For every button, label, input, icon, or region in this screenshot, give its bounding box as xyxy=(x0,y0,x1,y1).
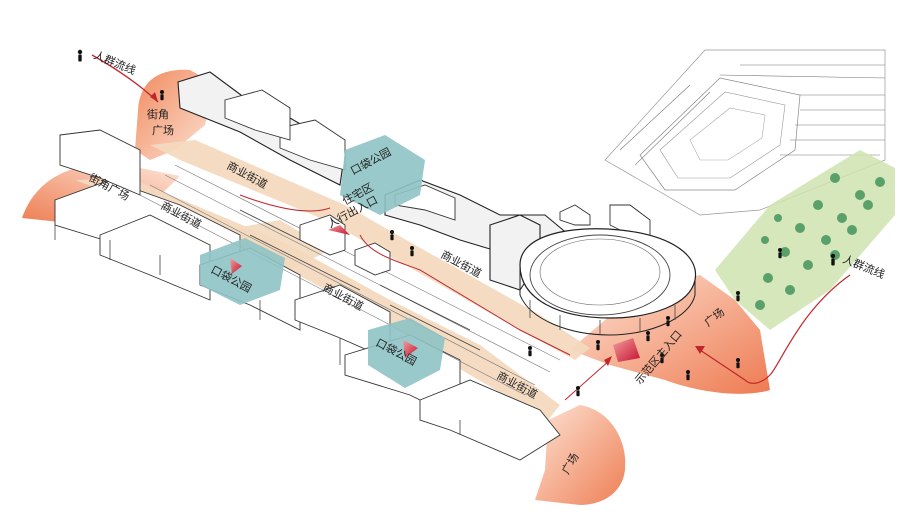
crowd-flow-lines xyxy=(91,54,851,401)
corridor-detail xyxy=(139,164,561,396)
entry-marker-park-3 xyxy=(403,340,418,358)
plaza-bottom xyxy=(535,405,626,505)
person-icon-legend-left xyxy=(77,49,83,62)
commercial-street-band-upper xyxy=(150,140,590,360)
tree-icons xyxy=(755,173,885,310)
plaza-right xyxy=(570,275,770,394)
person-icon-legend-right xyxy=(830,253,836,266)
corner-plaza-top-label-2: 广场 xyxy=(152,123,174,137)
corner-plaza-top-label-1: 街角 xyxy=(147,107,169,121)
top-building-row xyxy=(177,71,651,291)
person-icons xyxy=(77,49,836,397)
pocket-park-1 xyxy=(340,135,425,215)
pocket-park-2 xyxy=(200,238,285,305)
entry-marker-main xyxy=(613,338,640,362)
crowd-flow-label-left: 人群流线 xyxy=(92,48,138,77)
entry-marker-park-2 xyxy=(230,258,242,274)
green-area xyxy=(715,150,895,330)
entry-marker-top xyxy=(328,225,350,235)
commercial-street-band-lower xyxy=(75,178,560,420)
oval-building xyxy=(519,228,697,336)
